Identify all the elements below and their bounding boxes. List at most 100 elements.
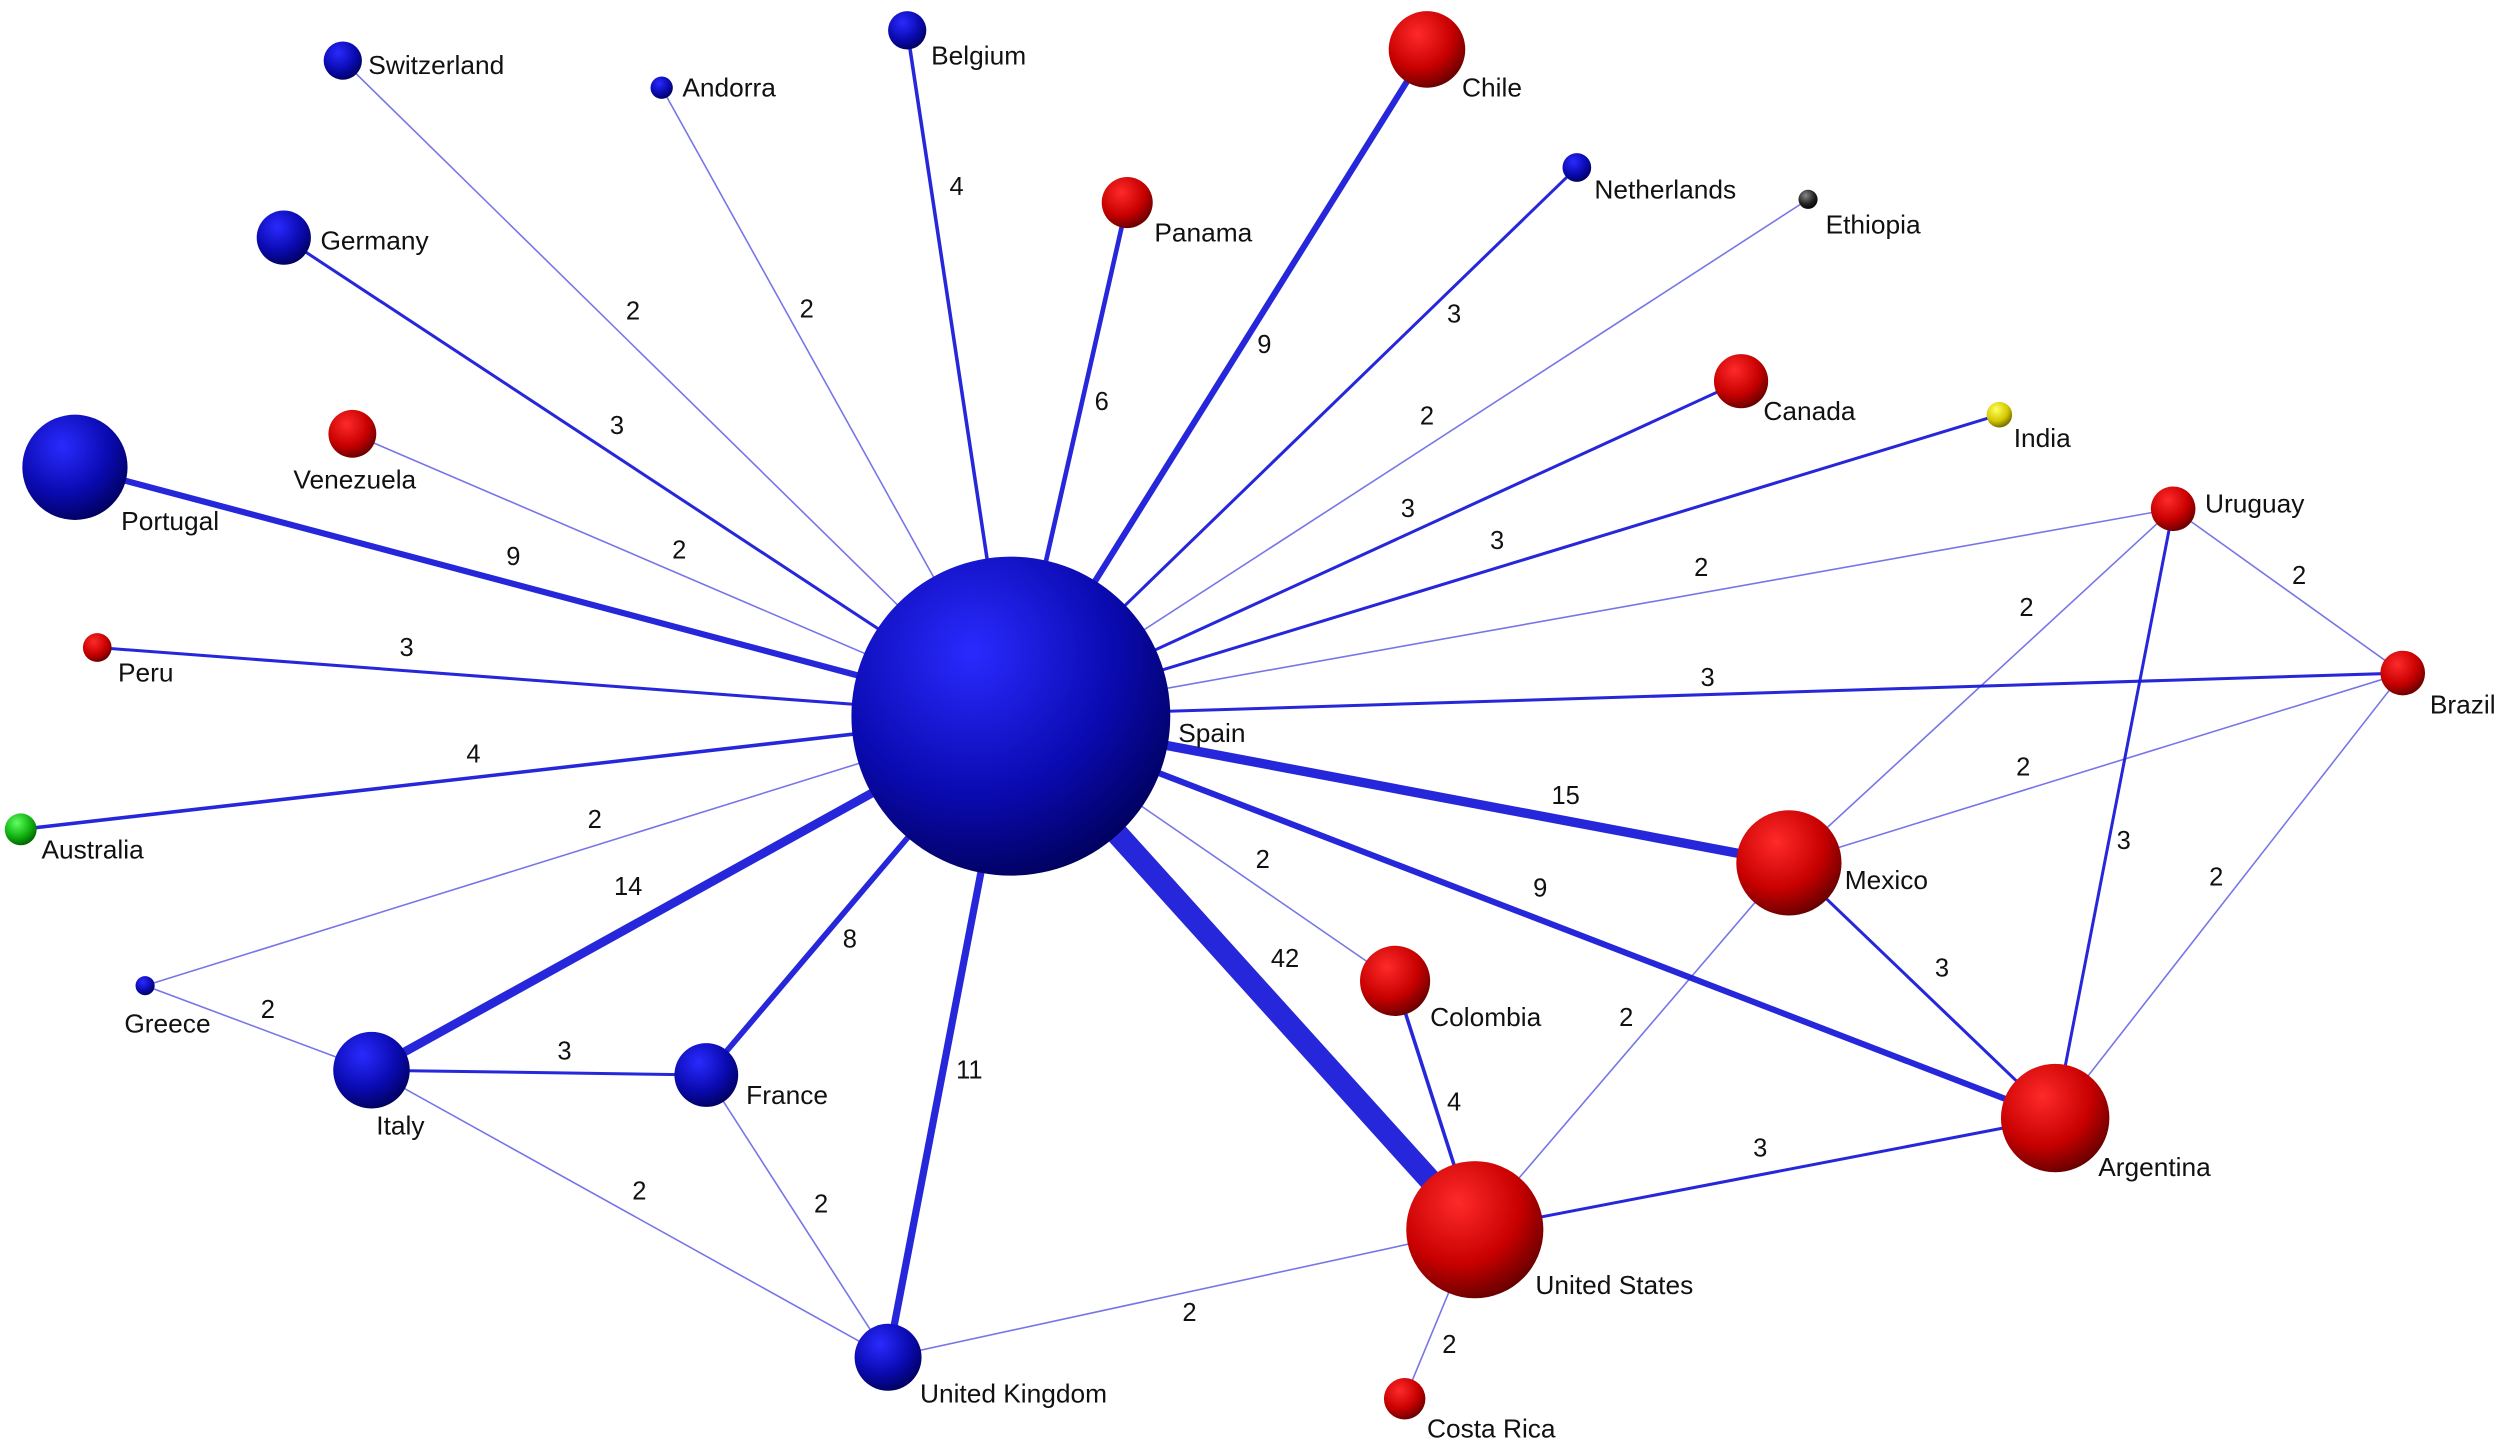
node-ethiopia[interactable] [1798, 189, 1818, 209]
edge-weight-label: 3 [1700, 664, 1714, 692]
edge-weight-label: 2 [1256, 846, 1270, 874]
node-switzerland[interactable] [323, 41, 362, 80]
edge-weight-label: 15 [1552, 782, 1580, 810]
edge-weight-label: 2 [632, 1178, 646, 1206]
node-label-germany: Germany [320, 225, 429, 255]
edge-mexico-argentina [1787, 861, 2057, 1120]
edge-weight-label: 14 [614, 873, 642, 901]
edge-weight-label: 4 [950, 173, 964, 201]
node-label-spain: Spain [1178, 718, 1245, 748]
node-united-kingdom[interactable] [854, 1323, 922, 1391]
node-label-ethiopia: Ethiopia [1826, 209, 1921, 239]
edge-weight-label: 2 [800, 296, 814, 324]
node-label-switzerland: Switzerland [368, 50, 504, 80]
edge-weight-label: 42 [1271, 945, 1299, 973]
node-label-india: India [2014, 423, 2071, 453]
edge-united-states-argentina [1474, 1116, 2056, 1232]
node-label-uruguay: Uruguay [2205, 489, 2305, 519]
edge-spain-india [1010, 413, 2000, 718]
edge-weight-label: 3 [1753, 1135, 1767, 1163]
node-andorra[interactable] [650, 76, 673, 99]
edge-weight-label: 3 [399, 634, 413, 662]
node-label-france: France [746, 1080, 828, 1110]
node-united-states[interactable] [1406, 1161, 1544, 1299]
edge-weight-label: 2 [1420, 403, 1434, 431]
edge-weight-label: 2 [1442, 1331, 1456, 1359]
edge-weight-label: 9 [506, 543, 520, 571]
edge-weight-label: 9 [1257, 331, 1271, 359]
node-france[interactable] [674, 1043, 739, 1107]
node-canada[interactable] [1713, 354, 1769, 409]
edge-weight-label: 2 [1694, 554, 1708, 582]
node-label-costa-rica: Costa Rica [1427, 1414, 1556, 1444]
node-label-canada: Canada [1763, 396, 1855, 426]
node-label-portugal: Portugal [121, 506, 219, 536]
node-germany[interactable] [256, 210, 311, 265]
edge-weight-label: 2 [672, 537, 686, 565]
node-label-andorra: Andorra [682, 72, 776, 102]
node-greece[interactable] [135, 976, 155, 996]
node-label-australia: Australia [41, 835, 144, 865]
edge-mexico-uruguay [1788, 508, 2174, 864]
node-uruguay[interactable] [2150, 486, 2196, 532]
edge-weight-label: 8 [843, 926, 857, 954]
edge-weight-label: 2 [814, 1190, 828, 1218]
edge-weight-label: 3 [1935, 954, 1949, 982]
edge-spain-portugal [74, 464, 1012, 720]
node-mexico[interactable] [1736, 810, 1842, 916]
node-belgium[interactable] [888, 11, 927, 50]
node-italy[interactable] [333, 1031, 410, 1109]
node-spain[interactable] [851, 556, 1171, 876]
node-label-peru: Peru [118, 658, 174, 688]
edge-greece-italy [144, 984, 372, 1071]
edge-united-kingdom-united-states [887, 1228, 1475, 1359]
edge-weight-label: 6 [1095, 388, 1109, 416]
node-label-united-kingdom: United Kingdom [920, 1379, 1107, 1409]
edge-weight-label: 2 [1182, 1299, 1196, 1327]
edge-weight-label: 2 [2016, 753, 2030, 781]
edge-weight-label: 9 [1533, 875, 1547, 903]
node-netherlands[interactable] [1562, 153, 1592, 182]
edge-spain-brazil [1010, 671, 2403, 718]
node-label-colombia: Colombia [1430, 1002, 1541, 1032]
node-label-italy: Italy [376, 1111, 425, 1141]
edge-united-states-mexico [1474, 862, 1790, 1231]
node-label-greece: Greece [124, 1008, 210, 1038]
node-chile[interactable] [1388, 11, 1466, 88]
edge-italy-united-kingdom [371, 1069, 889, 1358]
node-argentina[interactable] [2000, 1063, 2110, 1173]
edge-weight-label: 3 [1490, 527, 1504, 555]
node-panama[interactable] [1101, 177, 1153, 229]
node-label-panama: Panama [1154, 217, 1252, 247]
edge-weight-label: 2 [1619, 1004, 1633, 1032]
node-costa-rica[interactable] [1383, 1378, 1426, 1420]
edge-weight-label: 4 [1447, 1088, 1461, 1116]
edge-spain-australia [20, 714, 1012, 832]
edge-spain-argentina [1009, 713, 2057, 1121]
node-brazil[interactable] [2380, 650, 2426, 696]
node-venezuela[interactable] [328, 409, 377, 458]
edge-brazil-argentina [2054, 672, 2404, 1119]
edge-weight-label: 3 [1447, 301, 1461, 329]
edge-france-united-kingdom [705, 1074, 889, 1358]
edge-uruguay-argentina [2053, 508, 2175, 1119]
edge-weight-label: 4 [466, 741, 480, 769]
node-australia[interactable] [4, 813, 37, 846]
edge-weight-label: 2 [588, 806, 602, 834]
edge-weight-label: 2 [2019, 594, 2033, 622]
edge-weight-label: 2 [261, 996, 275, 1024]
edge-weight-label: 3 [2117, 827, 2131, 855]
edge-weight-label: 3 [1401, 495, 1415, 523]
node-label-netherlands: Netherlands [1594, 174, 1736, 204]
edge-weight-label: 2 [2292, 562, 2306, 590]
node-label-mexico: Mexico [1845, 865, 1928, 895]
node-portugal[interactable] [22, 414, 128, 520]
node-india[interactable] [1986, 401, 2013, 428]
nodes-layer [4, 11, 2426, 1420]
edge-weight-label: 3 [557, 1037, 571, 1065]
node-peru[interactable] [82, 633, 112, 662]
node-colombia[interactable] [1360, 945, 1431, 1016]
node-label-chile: Chile [1462, 72, 1522, 102]
node-label-argentina: Argentina [2098, 1152, 2211, 1182]
